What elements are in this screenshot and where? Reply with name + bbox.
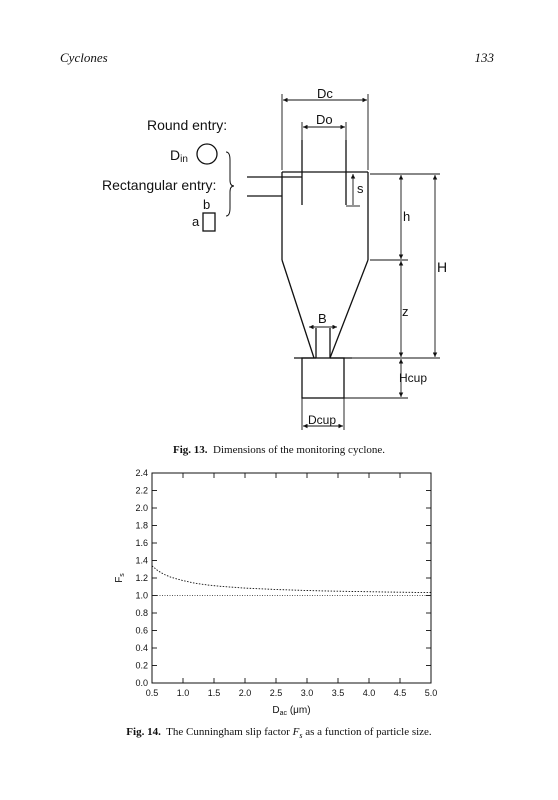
x-tick-label: 0.5 <box>146 688 159 698</box>
cyclone-diagram: Dc Do Round entry: Din Rectangular entry… <box>102 86 447 430</box>
round-entry-icon <box>196 143 218 165</box>
label-b: b <box>203 197 210 212</box>
cone-right <box>329 259 369 359</box>
y-tick-label: 1.2 <box>135 573 148 583</box>
label-din: Din <box>170 147 188 165</box>
x-tick-label: 2.0 <box>239 688 252 698</box>
y-tick-label: 2.0 <box>135 503 148 513</box>
label-hcup: Hcup <box>399 371 427 385</box>
series-line <box>151 565 432 593</box>
x-tick-label: 2.5 <box>270 688 283 698</box>
x-tick-label: 1.0 <box>177 688 190 698</box>
x-tick-label: 3.0 <box>301 688 314 698</box>
label-dcup: Dcup <box>308 413 336 427</box>
plot-frame <box>151 472 432 684</box>
x-tick-label: 1.5 <box>208 688 221 698</box>
y-tick-label: 0.2 <box>135 661 148 671</box>
label-B: B <box>318 311 327 326</box>
dust-cup <box>301 357 345 399</box>
x-tick-label: 3.5 <box>332 688 345 698</box>
y-tick-label: 1.0 <box>135 591 148 601</box>
y-tick-label: 1.4 <box>135 556 148 566</box>
y-tick-label: 0.0 <box>135 678 148 688</box>
y-axis-label: Fs <box>114 573 126 583</box>
label-round-entry: Round entry: <box>147 117 227 133</box>
rectangular-entry-icon <box>202 212 216 232</box>
y-tick-label: 2.2 <box>135 486 148 496</box>
label-z: z <box>402 304 409 319</box>
y-tick-label: 0.6 <box>135 626 148 636</box>
label-do: Do <box>316 112 333 127</box>
label-H: H <box>437 259 447 275</box>
cone-left <box>281 259 315 359</box>
y-tick-label: 1.6 <box>135 538 148 548</box>
cunningham-chart: 0.5 1.0 1.5 2.0 2.5 3.0 3.5 4.0 4.5 5.0 0.0 0.2 0.4 0… <box>114 468 438 717</box>
x-axis-label: Dac (μm) <box>272 705 310 717</box>
x-tick-label: 4.5 <box>394 688 407 698</box>
label-dc: Dc <box>317 86 333 101</box>
y-tick-label: 0.4 <box>135 643 148 653</box>
figure-13-caption: Fig. 13. Dimensions of the monitoring cy… <box>172 444 386 456</box>
x-tick-label: 4.0 <box>363 688 376 698</box>
x-tick-label: 5.0 <box>425 688 438 698</box>
y-tick-label: 2.4 <box>135 468 148 478</box>
label-rectangular-entry: Rectangular entry: <box>102 177 216 193</box>
running-header-title: Cyclones <box>60 50 108 65</box>
label-s: s <box>357 181 364 196</box>
y-tick-label: 1.8 <box>135 521 148 531</box>
page-number: 133 <box>474 50 495 65</box>
figure-14-caption: Fig. 14. The Cunningham slip factor Fs a… <box>126 726 432 741</box>
y-tick-label: 0.8 <box>135 608 148 618</box>
label-a: a <box>192 214 200 229</box>
label-h: h <box>403 209 410 224</box>
